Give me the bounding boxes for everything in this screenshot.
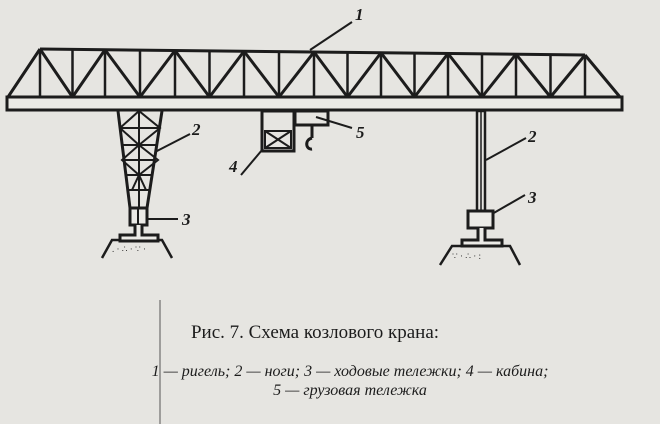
right-foundation: ∵ · ∴ · : (438, 244, 522, 266)
truss-member (379, 51, 416, 98)
truss-member (173, 49, 211, 98)
legend-line-1: 1 — ригель; 2 — ноги; 3 — ходовые тележк… (151, 363, 549, 380)
svg-text:. · ∴ · ∵ ·: . · ∴ · ∵ · (112, 244, 146, 254)
label-leg-left: 2 (191, 120, 201, 139)
legend-line-2: 5 — грузовая тележка (273, 382, 427, 399)
left-leg (116, 109, 164, 209)
girder-beam (5, 95, 624, 112)
truss-member (6, 48, 42, 98)
right-bogie (460, 209, 504, 248)
label-cabin: 4 (228, 157, 238, 176)
girder-truss (6, 47, 622, 98)
label-leg-right: 2 (527, 127, 537, 146)
truss-member (583, 54, 622, 98)
truss-member (446, 52, 484, 98)
truss-member (103, 48, 142, 98)
left-bogie (118, 206, 160, 243)
svg-text:∵ · ∴ · :: ∵ · ∴ · : (452, 251, 481, 261)
label-girder: 1 (355, 5, 364, 24)
label-bogie-right: 3 (527, 188, 537, 207)
left-foundation: . · ∴ · ∵ · (100, 238, 174, 259)
truss-member (312, 51, 349, 98)
truss-member (480, 53, 518, 98)
leader-lines (147, 21, 527, 220)
truss-member (71, 48, 107, 98)
truss-member (514, 53, 552, 98)
label-trolley: 5 (356, 123, 365, 142)
right-leg (475, 109, 487, 213)
truss-member (413, 52, 450, 98)
truss-member (277, 51, 316, 98)
truss-member (208, 50, 246, 98)
truss-member (38, 48, 74, 98)
figure-caption-legend: 1 — ригель; 2 — ноги; 3 — ходовые тележк… (20, 362, 660, 400)
trolley (293, 109, 330, 151)
cabin (260, 109, 296, 153)
label-bogie-left: 3 (181, 210, 191, 229)
figure-caption-title: Рис. 7. Схема козлового крана: (190, 322, 440, 343)
truss-member (346, 51, 383, 98)
truss-member (242, 50, 281, 98)
truss-member (138, 49, 177, 98)
truss-member (549, 54, 587, 98)
